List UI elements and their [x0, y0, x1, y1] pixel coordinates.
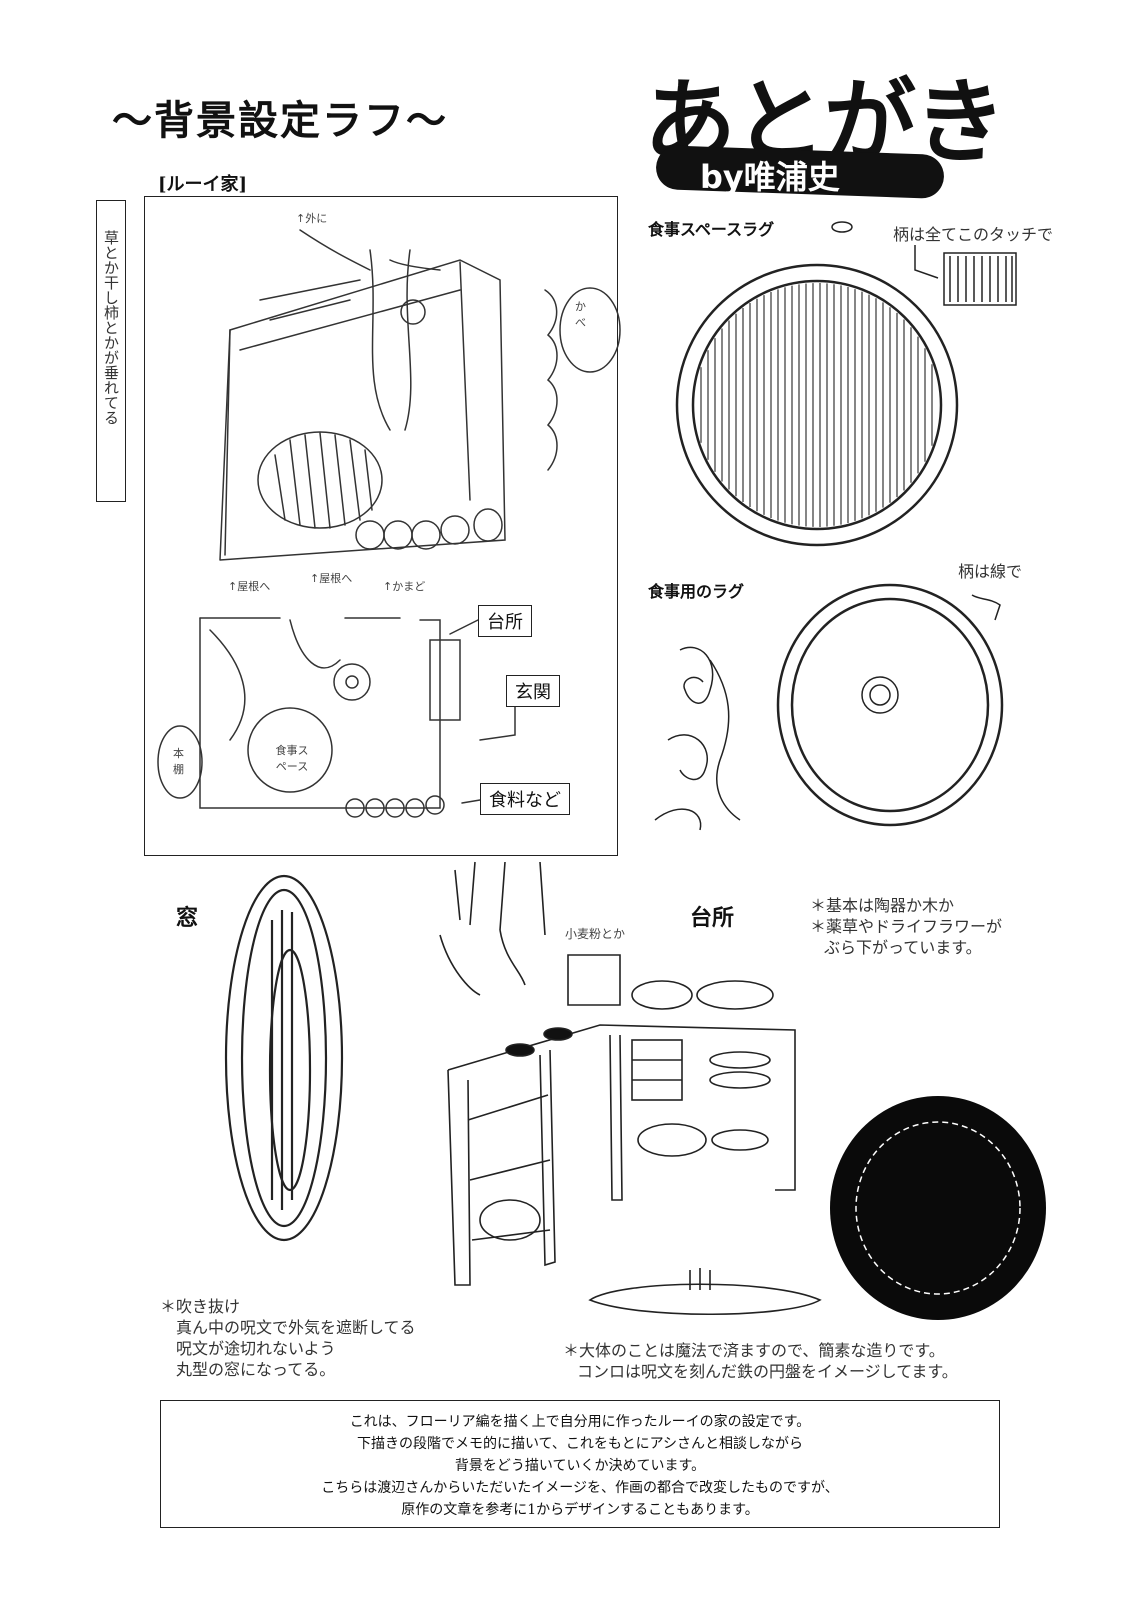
window-note-line: ＊吹き抜け — [160, 1297, 241, 1316]
window-note-line: 呪文が途切れないよう — [176, 1339, 336, 1358]
side-note-text: 草とか干し柿とかが垂れてる — [102, 230, 120, 425]
note-stairs: ↑屋根へ — [228, 580, 271, 593]
footer-line: 背景をどう描いていくか決めています。 — [454, 1458, 706, 1474]
kitchen-bottom-line: コンロは呪文を刻んだ鉄の円盤をイメージしてます。 — [577, 1362, 958, 1381]
kitchen-note-line: ＊基本は陶器か木か — [810, 896, 955, 915]
kitchen-note-line: ＊薬草やドライフラワーが — [810, 917, 1003, 936]
side-note-box — [96, 200, 126, 502]
note-wall-bubble: かべ — [575, 300, 586, 329]
note-loft: ↑屋根へ — [310, 572, 353, 585]
note-pattern: 柄は全てこのタッチで — [893, 225, 1054, 244]
note-table: 食事スペース — [275, 744, 309, 773]
note-flour: 小麦粉とか — [565, 927, 626, 941]
kitchen-bottom-line: ＊大体のことは魔法で済ますので、簡素な造りです。 — [563, 1341, 945, 1360]
label-kitchen: 台所 — [690, 905, 735, 931]
window-note-line: 丸型の窓になってる。 — [176, 1360, 336, 1379]
note-top-tree: ↑外に — [296, 212, 328, 225]
footer-line: こちらは渡辺さんからいただいたイメージを、作画の都合で改変したものですが、 — [321, 1480, 839, 1496]
footer-line: これは、フローリア編を描く上で自分用に作ったルーイの家の設定です。 — [349, 1414, 811, 1430]
kitchen-notes: ＊基本は陶器か木か ＊薬草やドライフラワーが ぶら下がっています。 — [810, 895, 1002, 958]
kitchen-bottom-notes: ＊大体のことは魔法で済ますので、簡素な造りです。 コンロは呪文を刻んだ鉄の円盤を… — [563, 1340, 958, 1382]
note-door-top: ↑かまど — [383, 580, 426, 593]
note-left: 本棚 — [173, 747, 184, 776]
callout-food: 食料など — [480, 783, 570, 815]
stove-disc — [830, 1096, 1046, 1320]
callout-entrance: 玄関 — [506, 675, 560, 707]
kitchen-note-line: ぶら下がっています。 — [824, 938, 982, 957]
rug-stripes — [700, 283, 933, 527]
house-sketch-frame — [144, 196, 618, 856]
page-title: 〜背景設定ラフ〜 — [112, 97, 448, 144]
byline-text: by唯浦史 — [700, 158, 840, 196]
window-note-line: 真ん中の呪文で外気を遮断してる — [176, 1318, 416, 1337]
footer-line: 原作の文章を参考に1からデザインすることもあります。 — [401, 1502, 759, 1518]
callout-kitchen: 台所 — [478, 605, 532, 637]
label-meal-rug: 食事用のラグ — [648, 582, 745, 601]
label-space-rug: 食事スペースラグ — [648, 220, 775, 239]
footer-box: これは、フローリア編を描く上で自分用に作ったルーイの家の設定です。 下描きの段階… — [160, 1400, 1000, 1528]
house-label: [ルーイ家] — [158, 174, 248, 195]
note-line-pattern: 柄は線で — [958, 562, 1023, 581]
window-notes: ＊吹き抜け 真ん中の呪文で外気を遮断してる 呪文が途切れないよう 丸型の窓になっ… — [160, 1296, 416, 1380]
label-window: 窓 — [176, 905, 199, 931]
footer-line: 下描きの段階でメモ的に描いて、これをもとにアシさんと相談しながら — [356, 1436, 804, 1452]
